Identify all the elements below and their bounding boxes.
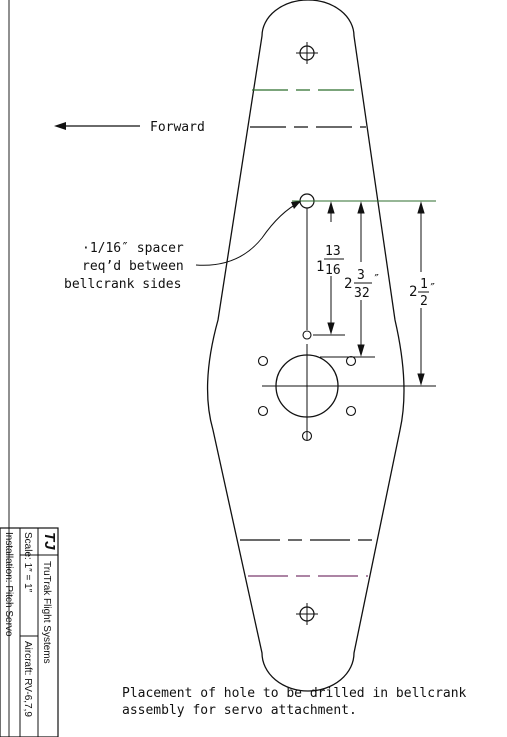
dim-3-whole: 2 [409,284,417,300]
dim-1-numerator: 13 [325,244,341,259]
dimension-3: 2 1 2 ″ [408,272,438,309]
spacer-note-line-1: ·1/16″ spacer [82,241,184,256]
dim-3-numerator: 1 [420,277,428,292]
bend-lines [240,89,376,577]
spacer-note-line-2: req’d between [82,259,184,274]
dim-3-unit: ″ [429,281,436,295]
title-block-company: TruTrak Flight Systems [41,561,52,664]
spacer-leader [195,201,301,266]
title-block-aircraft: Aircraft: RV-6,7,9 [22,641,33,717]
forward-arrow [54,122,140,130]
small-hole [302,330,312,340]
dim-1-denominator: 16 [325,263,341,278]
spacer-leader-arrowhead [291,201,301,209]
dim-2-denominator: 32 [354,286,370,301]
caption-line-1: Placement of hole to be drilled in bellc… [122,686,467,701]
title-block-logo: TJ [41,532,58,550]
servo-center-hole [275,344,339,440]
dimension-2: 2 3 32 ″ [342,262,382,301]
spacer-note-line-3: bellcrank sides [64,277,181,292]
bellcrank-outline [206,0,405,692]
bottom-pivot-hole [296,603,318,625]
title-block-scale: Scale: 1″ = 1″ [22,532,33,593]
bolt-holes [257,355,357,442]
title-block: TJ TruTrak Flight Systems Scale: 1″ = 1″… [0,527,59,737]
dim-2-numerator: 3 [357,268,365,283]
title-block-installation: Installation: Pitch Servo [3,532,14,637]
dim-1-whole: 1 [316,259,324,275]
dim-2-unit: ″ [373,272,380,286]
forward-label: Forward [150,120,205,135]
caption-line-2: assembly for servo attachment. [122,703,357,718]
top-pivot-hole [296,42,318,64]
dim-2-whole: 2 [344,276,352,292]
dim-3-denominator: 2 [420,294,428,309]
